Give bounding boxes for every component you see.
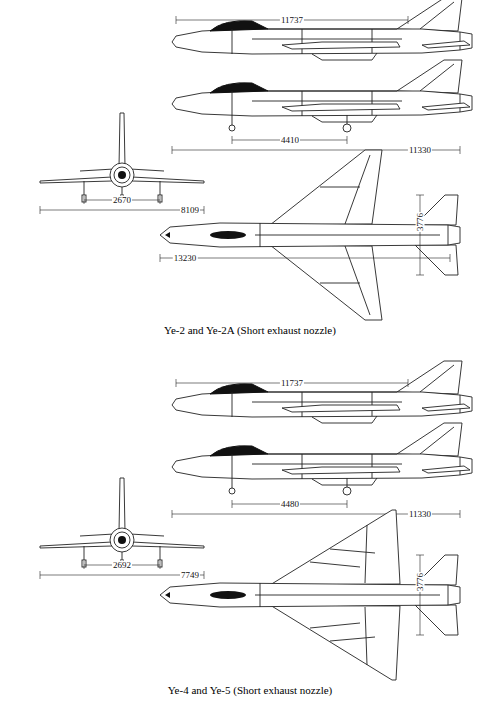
dimension-value: 11737 [280, 16, 304, 25]
dimension-value: 11330 [408, 146, 432, 155]
dimension-line [172, 146, 460, 154]
side-view [172, 60, 472, 132]
dimension-value: 4410 [280, 136, 300, 145]
dimension-value: 2670 [112, 196, 132, 205]
dimension-value: 3776 [416, 212, 425, 232]
side-view [172, 0, 472, 60]
caption: Ye-2 and Ye-2A (Short exhaust nozzle) [163, 325, 337, 336]
caption: Ye-4 and Ye-5 (Short exhaust nozzle) [167, 685, 333, 696]
side-view [172, 423, 472, 495]
dimension-line [416, 195, 424, 275]
plan-view [160, 150, 460, 320]
dimension-value: 13230 [173, 254, 198, 263]
dimension-line [232, 136, 347, 144]
front-view [40, 113, 204, 202]
side-view [172, 361, 472, 423]
dimension-value: 11330 [408, 510, 432, 519]
dimension-line [84, 196, 160, 204]
dimension-value: 3776 [416, 572, 425, 592]
dimension-line [176, 379, 408, 387]
dimension-line [416, 555, 424, 635]
dimension-value: 2692 [112, 561, 132, 570]
dimension-line [176, 16, 408, 24]
dimension-value: 8109 [180, 206, 200, 215]
dimension-line [40, 206, 204, 214]
dimension-line [40, 571, 204, 579]
dimension-line [232, 500, 347, 508]
dimension-line [160, 254, 450, 262]
dimension-line [172, 510, 460, 518]
dimension-line [84, 561, 160, 569]
dimension-value: 4480 [280, 500, 300, 509]
dimension-value: 7749 [180, 571, 200, 580]
plan-view [160, 510, 460, 680]
dimension-value: 11737 [280, 379, 304, 388]
front-view [40, 478, 204, 567]
